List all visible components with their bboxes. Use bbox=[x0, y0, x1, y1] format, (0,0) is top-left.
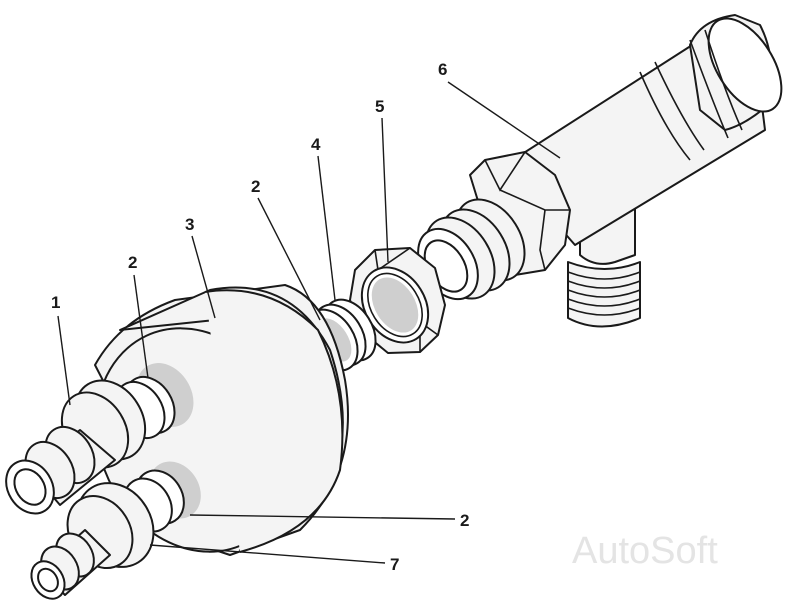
callout-labels: 1 2 3 2 4 5 6 2 7 bbox=[51, 60, 469, 574]
callout-4: 4 bbox=[311, 135, 321, 154]
callout-6: 6 bbox=[438, 60, 447, 79]
callout-5: 5 bbox=[375, 97, 384, 116]
callout-2-lower: 2 bbox=[460, 511, 469, 530]
side-outlet-thread bbox=[567, 271, 641, 316]
leader-2-lower bbox=[189, 514, 456, 520]
leader-4 bbox=[317, 155, 336, 301]
leader-5 bbox=[381, 117, 389, 263]
callout-7: 7 bbox=[390, 555, 399, 574]
leader-1 bbox=[57, 315, 71, 406]
leader-6 bbox=[447, 81, 561, 159]
leader-lines bbox=[57, 81, 561, 564]
leader-2-mid bbox=[257, 197, 321, 321]
lower-outlet-fitting bbox=[30, 461, 201, 600]
callout-2-mid: 2 bbox=[251, 177, 260, 196]
tee-fitting-body bbox=[469, 14, 783, 328]
upper-outlet-fitting bbox=[5, 363, 194, 515]
leader-7 bbox=[149, 544, 386, 564]
callout-3: 3 bbox=[185, 215, 194, 234]
watermark: AutoSoft bbox=[572, 530, 718, 572]
callout-2-upper: 2 bbox=[128, 253, 137, 272]
leader-3 bbox=[191, 235, 216, 319]
leader-2-upper bbox=[133, 274, 149, 379]
callout-1: 1 bbox=[51, 293, 60, 312]
